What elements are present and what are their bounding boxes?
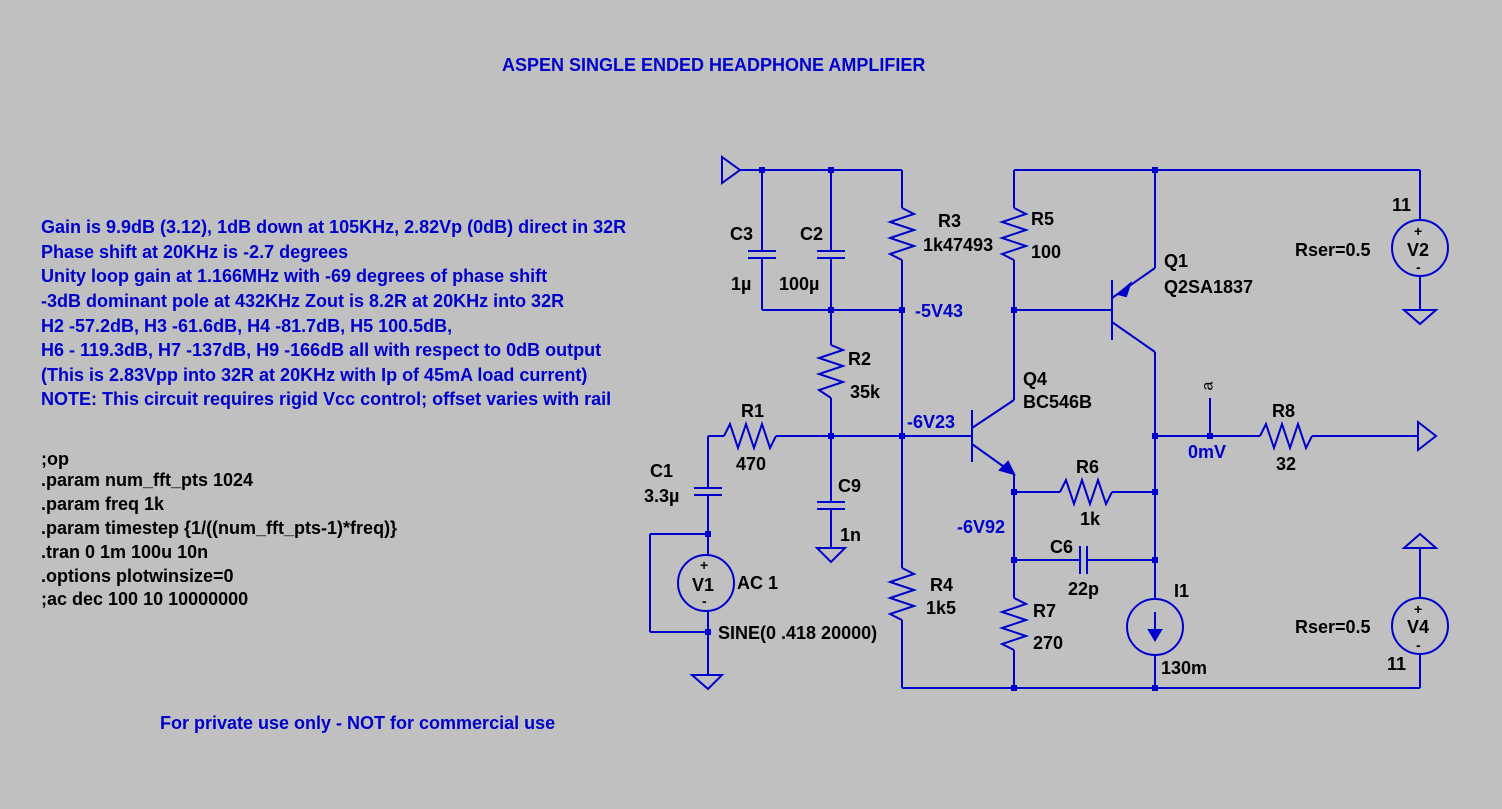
note-line: Phase shift at 20KHz is -2.7 degrees — [41, 242, 349, 262]
note-line: H6 - 119.3dB, H7 -137dB, H9 -166dB all w… — [41, 340, 602, 360]
r1-name[interactable]: R1 — [741, 401, 765, 421]
net-label-n4[interactable]: 0mV — [1188, 442, 1227, 462]
v1-spec[interactable]: SINE(0 .418 20000) — [718, 623, 878, 643]
r5-name[interactable]: R5 — [1031, 209, 1055, 229]
r7-name[interactable]: R7 — [1033, 601, 1057, 621]
q1-name[interactable]: Q1 — [1164, 251, 1189, 271]
note-line: NOTE: This circuit requires rigid Vcc co… — [41, 389, 612, 409]
r3-name[interactable]: R3 — [938, 211, 962, 231]
svg-text:-: - — [1416, 637, 1421, 653]
spice-line[interactable]: .options plotwinsize=0 — [41, 566, 234, 586]
spice-line[interactable]: .param freq 1k — [41, 494, 165, 514]
c9-value[interactable]: 1n — [840, 525, 862, 545]
r5-value[interactable]: 100 — [1031, 242, 1062, 262]
c1-value[interactable]: 3.3µ — [644, 486, 680, 506]
v4-rser[interactable]: Rser=0.5 — [1295, 617, 1371, 637]
svg-text:+: + — [700, 557, 708, 573]
svg-text:+: + — [1414, 601, 1422, 617]
q4-value[interactable]: BC546B — [1023, 392, 1093, 412]
polarity-marks: + - + - + - — [700, 223, 1422, 653]
note-line: -3dB dominant pole at 432KHz Zout is 8.2… — [41, 291, 565, 311]
c6-name[interactable]: C6 — [1050, 537, 1074, 557]
junctions — [705, 167, 1213, 691]
spice-line[interactable]: ;ac dec 100 10 10000000 — [41, 589, 249, 609]
c3-name[interactable]: C3 — [730, 224, 754, 244]
note-line: Gain is 9.9dB (3.12), 1dB down at 105KHz… — [41, 217, 627, 237]
svg-text:-: - — [702, 593, 707, 609]
note-line: Unity loop gain at 1.166MHz with -69 deg… — [41, 266, 548, 286]
c9-name[interactable]: C9 — [838, 476, 862, 496]
footer-note: For private use only - NOT for commercia… — [160, 713, 556, 733]
v4-name[interactable]: V4 — [1407, 617, 1430, 637]
net-label-n2[interactable]: -6V23 — [907, 412, 956, 432]
r1-value[interactable]: 470 — [736, 454, 767, 474]
svg-text:-: - — [1416, 259, 1421, 275]
c1-name[interactable]: C1 — [650, 461, 674, 481]
q1-value[interactable]: Q2SA1837 — [1164, 277, 1254, 297]
schematic-title: ASPEN SINGLE ENDED HEADPHONE AMPLIFIER — [502, 55, 926, 75]
net-label-out[interactable]: a — [1199, 381, 1217, 391]
r3-value[interactable]: 1k47493 — [923, 235, 994, 255]
net-label-n1[interactable]: -5V43 — [915, 301, 964, 321]
v1-value[interactable]: AC 1 — [737, 573, 779, 593]
note-line: (This is 2.83Vpp into 32R at 20KHz with … — [41, 365, 588, 385]
spice-line[interactable]: ;op — [41, 449, 69, 469]
v2-rser[interactable]: Rser=0.5 — [1295, 240, 1371, 260]
q4-name[interactable]: Q4 — [1023, 369, 1048, 389]
r2-name[interactable]: R2 — [848, 349, 872, 369]
v2-name[interactable]: V2 — [1407, 240, 1430, 260]
r6-name[interactable]: R6 — [1076, 457, 1100, 477]
spice-line[interactable]: .param timestep {1/((num_fft_pts-1)*freq… — [41, 518, 398, 538]
r8-name[interactable]: R8 — [1272, 401, 1296, 421]
note-line: H2 -57.2dB, H3 -61.6dB, H4 -81.7dB, H5 1… — [41, 316, 453, 336]
r2-value[interactable]: 35k — [850, 382, 881, 402]
c6-value[interactable]: 22p — [1068, 579, 1100, 599]
r8-value[interactable]: 32 — [1276, 454, 1297, 474]
r7-value[interactable]: 270 — [1033, 633, 1064, 653]
c3-value[interactable]: 1µ — [731, 274, 752, 294]
spice-line[interactable]: .param num_fft_pts 1024 — [41, 470, 254, 490]
v1-name[interactable]: V1 — [692, 575, 715, 595]
r4-value[interactable]: 1k5 — [926, 598, 957, 618]
r6-value[interactable]: 1k — [1080, 509, 1101, 529]
c2-value[interactable]: 100µ — [779, 274, 820, 294]
c2-name[interactable]: C2 — [800, 224, 824, 244]
i1-value[interactable]: 130m — [1161, 658, 1208, 678]
v4-value[interactable]: 11 — [1387, 654, 1407, 674]
wires — [649, 155, 1449, 691]
svg-text:+: + — [1414, 223, 1422, 239]
r4-name[interactable]: R4 — [930, 575, 954, 595]
spice-line[interactable]: .tran 0 1m 100u 10n — [41, 542, 209, 562]
i1-name[interactable]: I1 — [1174, 581, 1190, 601]
net-label-n3[interactable]: -6V92 — [957, 517, 1006, 537]
v2-value[interactable]: 11 — [1392, 195, 1412, 215]
